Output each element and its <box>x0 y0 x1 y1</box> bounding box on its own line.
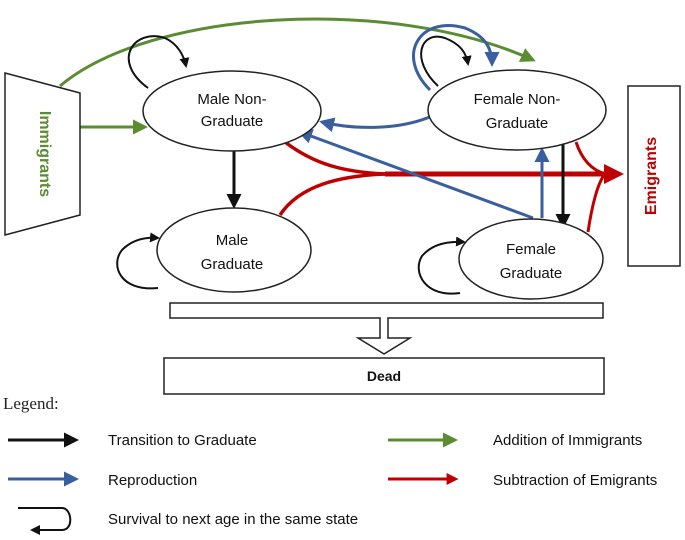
female-graduate-label-line1: Female <box>506 241 556 258</box>
transition-flows <box>226 144 571 229</box>
legend-label-transition: Transition to Graduate <box>108 432 257 449</box>
dead-label: Dead <box>367 368 401 384</box>
emigrant-flow-female-graduate <box>586 173 607 233</box>
legend-swatch-survival <box>18 507 72 535</box>
legend-label-emigrants: Subtraction of Emigrants <box>493 472 657 489</box>
legend-item-transition: Transition to Graduate <box>8 432 257 449</box>
legend-label-survival: Survival to next age in the same state <box>108 511 358 528</box>
legend-item-emigrants: Subtraction of Emigrants <box>388 472 657 489</box>
male-graduate-label-line2: Graduate <box>201 256 264 273</box>
reproduction-female-self-loop <box>412 24 500 92</box>
emigrant-flows <box>278 140 624 233</box>
female-non-graduate-node: Female Non- Graduate <box>427 69 607 151</box>
female-non-graduate-label-line2: Graduate <box>486 115 549 132</box>
immigrant-flows <box>59 17 536 135</box>
emigrants-node: Emigrants <box>627 85 681 267</box>
legend-item-immigrants: Addition of Immigrants <box>388 432 642 449</box>
male-graduate-node: Male Graduate <box>156 207 312 293</box>
legend-item-survival: Survival to next age in the same state <box>18 507 358 535</box>
female-graduate-node: Female Graduate <box>458 218 604 300</box>
female-graduate-label-line2: Graduate <box>500 265 563 282</box>
dead-node: Dead <box>163 357 605 395</box>
survival-loop-male-non-graduate <box>127 35 190 89</box>
emigrant-flow-female-non-graduate <box>574 141 606 176</box>
male-graduate-label-line1: Male <box>216 232 249 249</box>
immigrants-label: Immigrants <box>36 111 53 197</box>
male-non-graduate-node: Male Non- Graduate <box>142 70 322 152</box>
legend-label-immigrants: Addition of Immigrants <box>493 432 642 449</box>
immigrant-flow-female <box>59 17 536 88</box>
reproduction-female-non-graduate-to-male <box>319 114 433 133</box>
legend-item-reproduction: Reproduction <box>8 471 197 489</box>
dead-funnel-arrow <box>169 302 604 355</box>
emigrant-flow-male-graduate <box>278 172 386 216</box>
survival-loops <box>116 35 472 295</box>
reproduction-flows <box>297 24 550 220</box>
survival-loop-male-graduate <box>116 232 160 290</box>
survival-loop-female-graduate <box>417 236 466 295</box>
male-non-graduate-label-line2: Graduate <box>201 113 264 130</box>
male-non-graduate-label-line1: Male Non- <box>197 91 266 108</box>
survival-loop-female-non-graduate <box>420 35 472 87</box>
legend-label-reproduction: Reproduction <box>108 472 197 489</box>
emigrants-label: Emigrants <box>643 137 660 215</box>
female-non-graduate-label-line1: Female Non- <box>474 91 561 108</box>
legend-title: Legend: <box>3 394 59 413</box>
reproduction-female-graduate-to-male <box>297 129 534 220</box>
legend: Legend: Transition to Graduate Reproduct… <box>3 394 657 535</box>
immigrants-node: Immigrants <box>4 72 81 236</box>
